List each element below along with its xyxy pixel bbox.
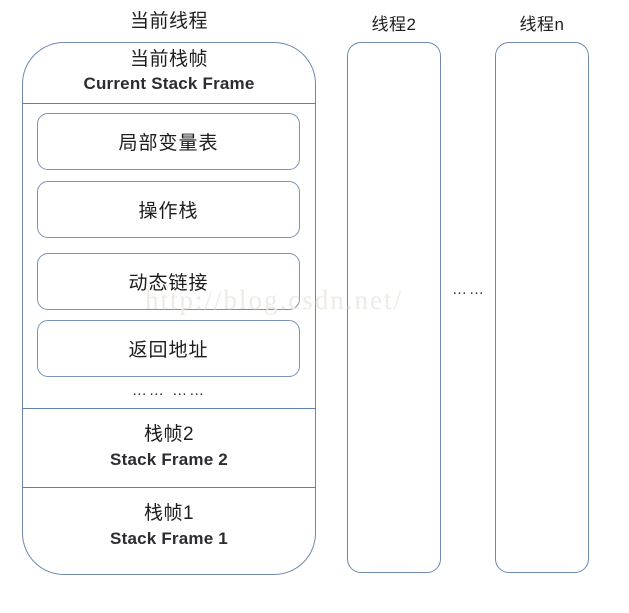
frame-part-return-address-label: 返回地址 bbox=[128, 340, 209, 361]
current-stack-frame-label-en: Current Stack Frame bbox=[83, 74, 255, 93]
thread-2-stack-box bbox=[347, 42, 441, 573]
stack-frame-1-label-cn: 栈帧1 bbox=[143, 503, 195, 524]
current-thread-title: 当前线程 bbox=[129, 11, 208, 32]
stack-frame-2-label-cn: 栈帧2 bbox=[143, 424, 195, 445]
current-stack-frame-header: 当前栈帧 Current Stack Frame bbox=[22, 42, 316, 104]
stack-frame-2: 栈帧2 Stack Frame 2 bbox=[22, 408, 316, 488]
stack-frame-1-label-en: Stack Frame 1 bbox=[110, 529, 228, 548]
stack-parts-ellipsis: …… …… bbox=[131, 382, 207, 399]
frame-part-dynamic-linking-label: 动态链接 bbox=[128, 273, 209, 294]
watermark-text: http://blog.csdn.net/ bbox=[145, 285, 403, 315]
stack-frame-2-label-en: Stack Frame 2 bbox=[110, 450, 228, 469]
stack-frame-1: 栈帧1 Stack Frame 1 bbox=[22, 488, 316, 575]
frame-part-dynamic-linking: 动态链接 bbox=[37, 253, 300, 310]
thread-n-stack-box bbox=[495, 42, 589, 573]
thread-n-title: 线程n bbox=[519, 15, 565, 34]
threads-ellipsis: …… bbox=[452, 281, 486, 298]
frame-part-operand-stack: 操作栈 bbox=[37, 181, 300, 238]
frame-part-local-variable-table: 局部变量表 bbox=[37, 113, 300, 170]
thread-2-title: 线程2 bbox=[371, 15, 417, 34]
current-stack-frame-label-cn: 当前栈帧 bbox=[129, 49, 208, 70]
frame-part-operand-stack-label: 操作栈 bbox=[138, 201, 199, 222]
frame-part-local-variable-table-label: 局部变量表 bbox=[118, 133, 219, 154]
frame-part-return-address: 返回地址 bbox=[37, 320, 300, 377]
